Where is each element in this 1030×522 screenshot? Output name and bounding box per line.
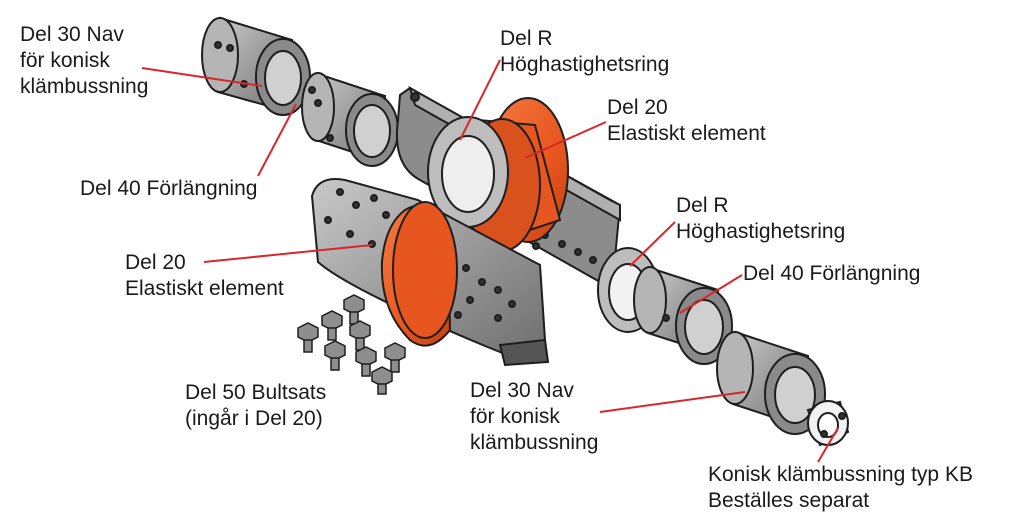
label-line: Del 30 Nav [20, 23, 124, 46]
bolt [297, 322, 319, 353]
extension-top-left [301, 72, 399, 167]
label-bolt-set: Del 50 Bultsats (ingår i Del 20) [185, 380, 326, 432]
label-line: Del 50 Bultsats [185, 381, 327, 404]
label-line: Höghastighetsring [676, 220, 846, 243]
label-line: Del 30 Nav [470, 379, 574, 402]
label-elastic-left: Del 20 Elastiskt element [125, 250, 284, 302]
extension-right [633, 266, 733, 365]
leader-nav-top [141, 67, 263, 87]
label-line: (ingår i Del 20) [185, 407, 323, 430]
bolt [321, 310, 343, 341]
label-hs-ring-right: Del R Höghastighetsring [676, 193, 845, 245]
bolt [324, 340, 346, 371]
leader-hs-ring-top [459, 59, 501, 141]
label-line: Del R [676, 194, 729, 217]
label-line: klämbussning [20, 75, 149, 98]
label-line: för konisk [20, 49, 110, 72]
label-line: Del 20 [125, 251, 186, 274]
label-ext-right: Del 40 Förlängning [743, 261, 920, 287]
label-line: Beställes separat [708, 489, 870, 512]
leader-elastic-left [203, 244, 373, 263]
bolt [343, 294, 365, 325]
label-line: Höghastighetsring [500, 53, 670, 76]
leader-ext-right [679, 274, 743, 314]
leader-taper-bush [817, 427, 839, 463]
label-line: Elastiskt element [607, 122, 766, 145]
hs-ring-upper [427, 116, 509, 228]
leader-elastic-right [524, 121, 607, 159]
label-line: klämbussning [470, 431, 599, 454]
label-elastic-right: Del 20 Elastiskt element [607, 95, 766, 147]
label-ext-left: Del 40 Förlängning [80, 176, 257, 202]
label-hs-ring-top: Del R Höghastighetsring [500, 26, 669, 78]
label-line: Del 40 Förlängning [80, 177, 258, 200]
label-nav-bottom: Del 30 Nav för konisk klämbussning [470, 378, 598, 456]
label-line: Del R [500, 27, 553, 50]
label-line: Elastiskt element [125, 277, 284, 300]
label-line: Del 20 [607, 96, 668, 119]
label-line: Del 40 Förlängning [743, 262, 921, 285]
leader-ext-left [257, 103, 297, 177]
bolt [349, 320, 371, 351]
leader-lines [141, 59, 839, 463]
label-nav-top: Del 30 Nav för konisk klämbussning [20, 22, 148, 100]
leader-nav-bottom [599, 391, 746, 413]
bolt-set [297, 294, 406, 395]
bolt [355, 346, 377, 377]
hub-top-left [201, 16, 311, 116]
leader-hs-ring-right [629, 221, 676, 267]
label-taper-bush: Konisk klämbussning typ KB Beställes sep… [708, 462, 973, 514]
label-line: Konisk klämbussning typ KB [708, 463, 973, 486]
label-line: för konisk [470, 405, 560, 428]
bolt [371, 366, 393, 395]
bolt [384, 342, 406, 373]
elastic-element-lower [380, 201, 458, 347]
taper-bush [806, 400, 850, 447]
